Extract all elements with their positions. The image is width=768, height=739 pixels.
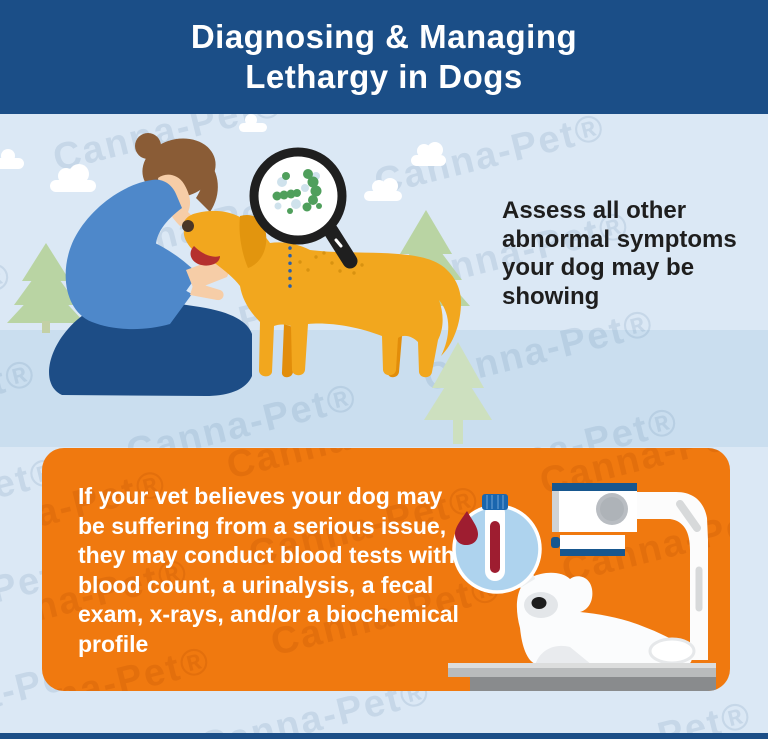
dog-nose [182, 220, 194, 232]
blood-drop-icon [455, 511, 478, 545]
hero-illustration [0, 114, 492, 444]
cloud-icon [0, 114, 446, 201]
header: Diagnosing & Managing Lethargy in Dogs [0, 0, 768, 114]
hair-swoosh [196, 158, 218, 212]
shirt [65, 179, 192, 330]
arm-sleeve [138, 240, 198, 294]
footer-band [0, 733, 768, 739]
bacteria-icon [272, 169, 322, 214]
info-panel-text: If your vet believes your dog may be suf… [78, 483, 459, 657]
page-title-line-2: Lethargy in Dogs [245, 58, 523, 95]
vet-owner-illustration [49, 133, 253, 396]
hero-caption: Assess all other abnormal symptoms your … [502, 197, 737, 310]
test-tube-icon [482, 494, 508, 581]
magnifying-glass-icon [249, 147, 358, 269]
info-panel: Canna-Pet®Canna-Pet®Canna-Pet®Canna-Pet®… [42, 448, 730, 691]
hand [190, 282, 224, 301]
dog-on-exam-table-icon [512, 566, 696, 665]
dog-tongue [190, 246, 220, 266]
dog-ear [239, 214, 267, 268]
xray-arm [637, 492, 708, 660]
hair-bun [135, 133, 161, 159]
xray-head [551, 483, 637, 556]
exam-table [448, 663, 716, 691]
x-ray-machine-illustration [448, 483, 716, 691]
blood-sample-icon [452, 494, 542, 594]
page-title-line-1: Diagnosing & Managing [190, 18, 578, 55]
golden-dog-illustration [182, 210, 461, 378]
